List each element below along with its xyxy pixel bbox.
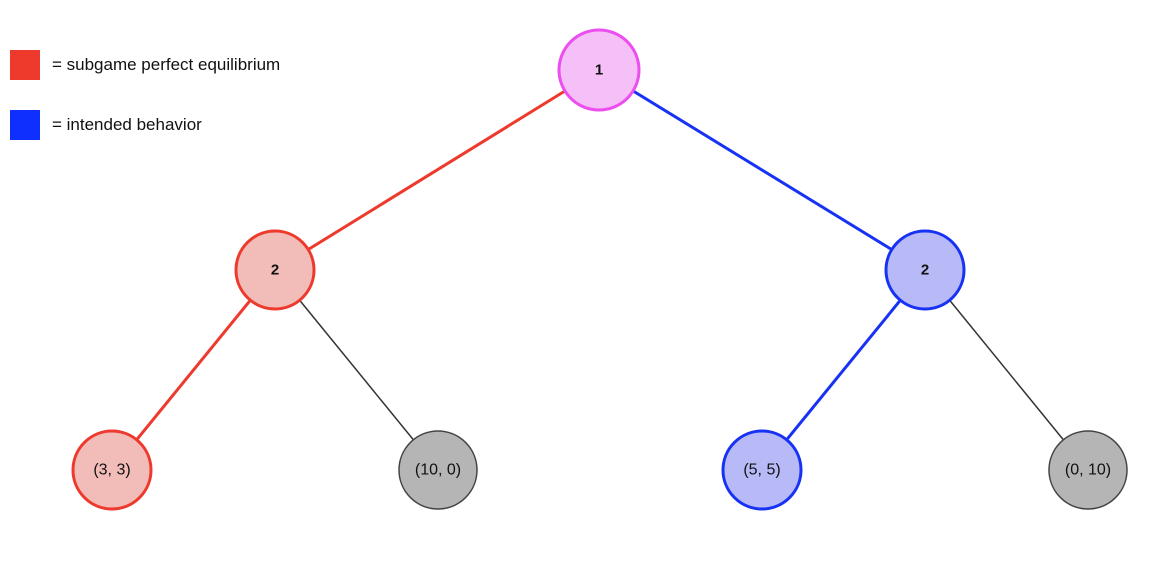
- edge-left-leaf1: [110, 269, 277, 471]
- edge-root-right: [598, 68, 926, 272]
- leaf-node-4-label: (0, 10): [1065, 462, 1111, 479]
- legend-swatch-blue: [10, 110, 40, 140]
- edge-root-left: [274, 68, 600, 272]
- edge-right-leaf3: [760, 269, 927, 471]
- node-right-child: 2: [884, 229, 966, 311]
- node-root: 1: [557, 28, 641, 112]
- leaf-node-3-label: (5, 5): [743, 462, 780, 479]
- legend-swatch-red: [10, 50, 40, 80]
- edge-left-leaf2: [274, 269, 439, 471]
- legend-label-equilibrium: = subgame perfect equilibrium: [52, 55, 281, 74]
- node-left-child-label: 2: [271, 262, 279, 279]
- leaf-node-1-label: (3, 3): [93, 462, 130, 479]
- leaf-node-2-label: (10, 0): [415, 462, 461, 479]
- node-left-child: 2: [234, 229, 316, 311]
- node-root-label: 1: [595, 62, 603, 79]
- edge-right-leaf4: [924, 269, 1089, 471]
- node-right-child-label: 2: [921, 262, 929, 279]
- leaf-node-1: (3, 3): [71, 429, 153, 511]
- leaf-node-3: (5, 5): [721, 429, 803, 511]
- legend-label-intended: = intended behavior: [52, 115, 202, 134]
- leaf-node-2: (10, 0): [398, 430, 478, 510]
- leaf-node-4: (0, 10): [1048, 430, 1128, 510]
